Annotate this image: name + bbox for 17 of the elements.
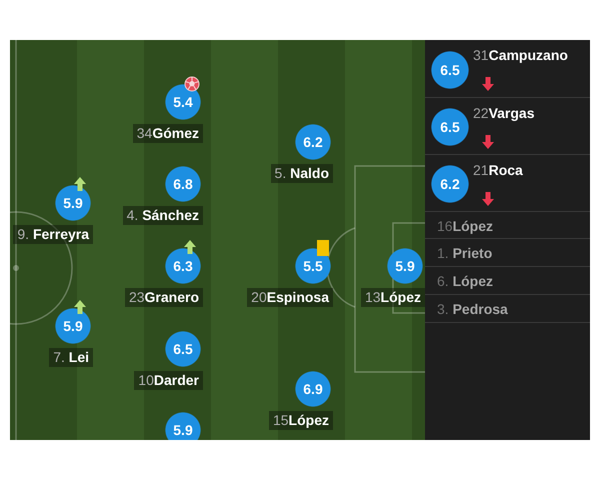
player-name: 20Espinosa — [247, 288, 333, 307]
player-name: 23Granero — [124, 288, 203, 307]
player-name: 16López — [437, 217, 494, 236]
player-name: 21Roca — [473, 161, 523, 180]
player-name: 9. Ferreyra — [13, 225, 93, 244]
player-name: 5. Naldo — [270, 164, 333, 183]
player-name: 15López — [268, 411, 333, 430]
player-name: 22Vargas — [473, 104, 535, 123]
player-name: 1. Prieto — [437, 244, 492, 263]
player-name: 10Darder — [134, 371, 203, 390]
player-name: 7. Lei — [49, 348, 93, 367]
player-name: 4. Sánchez — [122, 206, 203, 225]
player-name: 6. López — [437, 272, 494, 291]
player-name: 3. Pedrosa — [437, 300, 508, 319]
player-name: 13López — [360, 288, 425, 307]
player-name: 34Gómez — [132, 124, 203, 143]
player-name: 31Campuzano — [473, 46, 568, 65]
